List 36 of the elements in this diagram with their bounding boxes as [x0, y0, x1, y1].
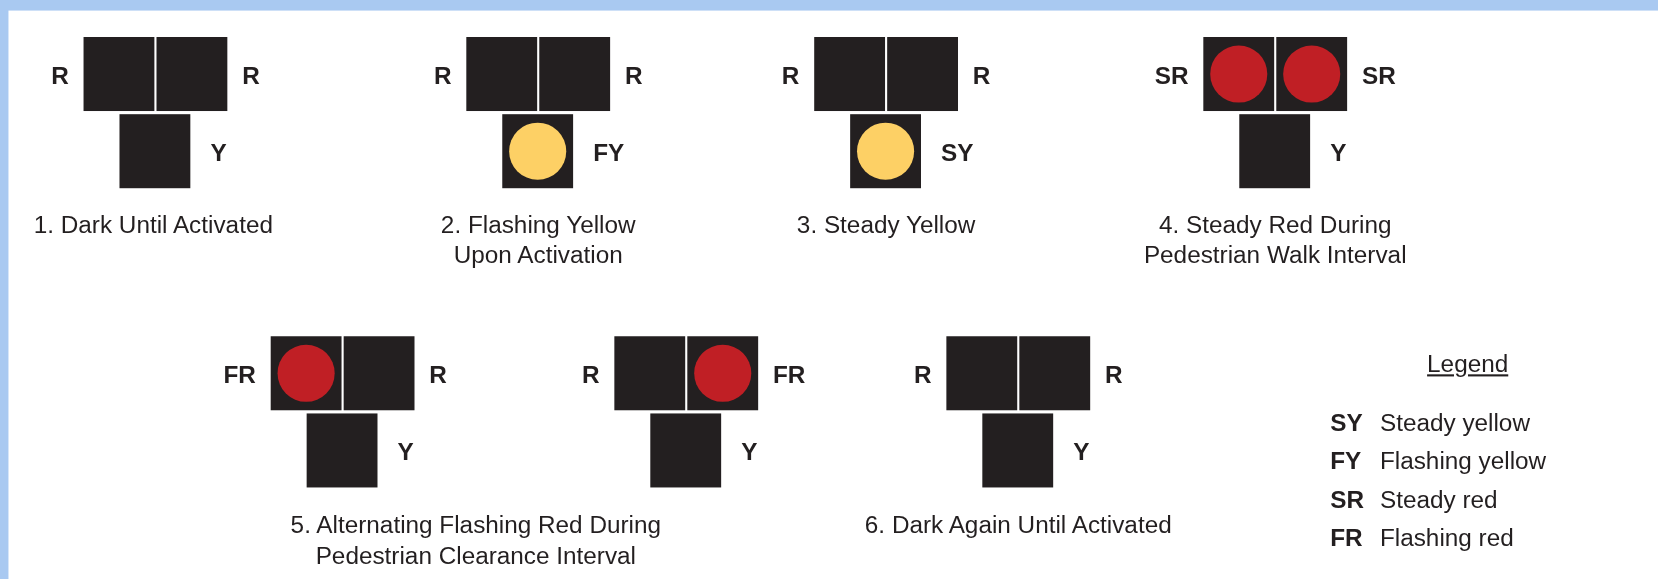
signal-letter: Y [397, 436, 414, 467]
signal-letter: R [581, 359, 600, 390]
signal-letter: SY [941, 137, 974, 168]
signal-letter: FR [772, 359, 806, 390]
caption: 3. Steady Yellow [795, 209, 977, 240]
legend-text: Steady yellow [1379, 408, 1530, 439]
caption: 1. Dark Until Activated [32, 209, 274, 240]
signal-letter: R [433, 60, 452, 90]
legend-code: FR [1330, 522, 1363, 552]
caption: 6. Dark Again Until Activated [863, 509, 1173, 541]
signal-letter: R [624, 60, 643, 90]
caption: 5. Alternating Flashing Red During Pedestrian Clearance Interval [289, 509, 663, 571]
legend-text: Flashing yellow [1379, 446, 1547, 477]
signal-letter: R [914, 359, 932, 390]
legend-title: Legend [1426, 349, 1510, 380]
signal-letter: R [1105, 359, 1123, 390]
legend-code: SR [1330, 484, 1364, 514]
legend-text: Steady red [1379, 484, 1498, 515]
signal-letter: SR [1361, 60, 1396, 90]
signal-letter: R [972, 60, 991, 90]
signal-letter: FR [223, 359, 256, 390]
signal-letter: SR [1154, 60, 1189, 90]
signal-letter: Y [1073, 436, 1090, 467]
signal-letter: R [429, 359, 447, 390]
signal-letter: Y [741, 436, 758, 467]
signal-letter: FY [593, 137, 625, 168]
caption: 2. Flashing Yellow Upon Activation [439, 209, 637, 271]
legend-code: SY [1330, 408, 1363, 438]
signal-letter: Y [1330, 137, 1347, 168]
signal-letter: R [781, 60, 800, 90]
signal-letter: R [51, 60, 69, 90]
legend-code: FY [1330, 446, 1362, 476]
signal-letter: Y [210, 137, 227, 168]
signal-letter: R [242, 60, 260, 90]
legend-text: Flashing red [1379, 522, 1514, 553]
caption: 4. Steady Red During Pedestrian Walk Interval [1142, 209, 1408, 271]
